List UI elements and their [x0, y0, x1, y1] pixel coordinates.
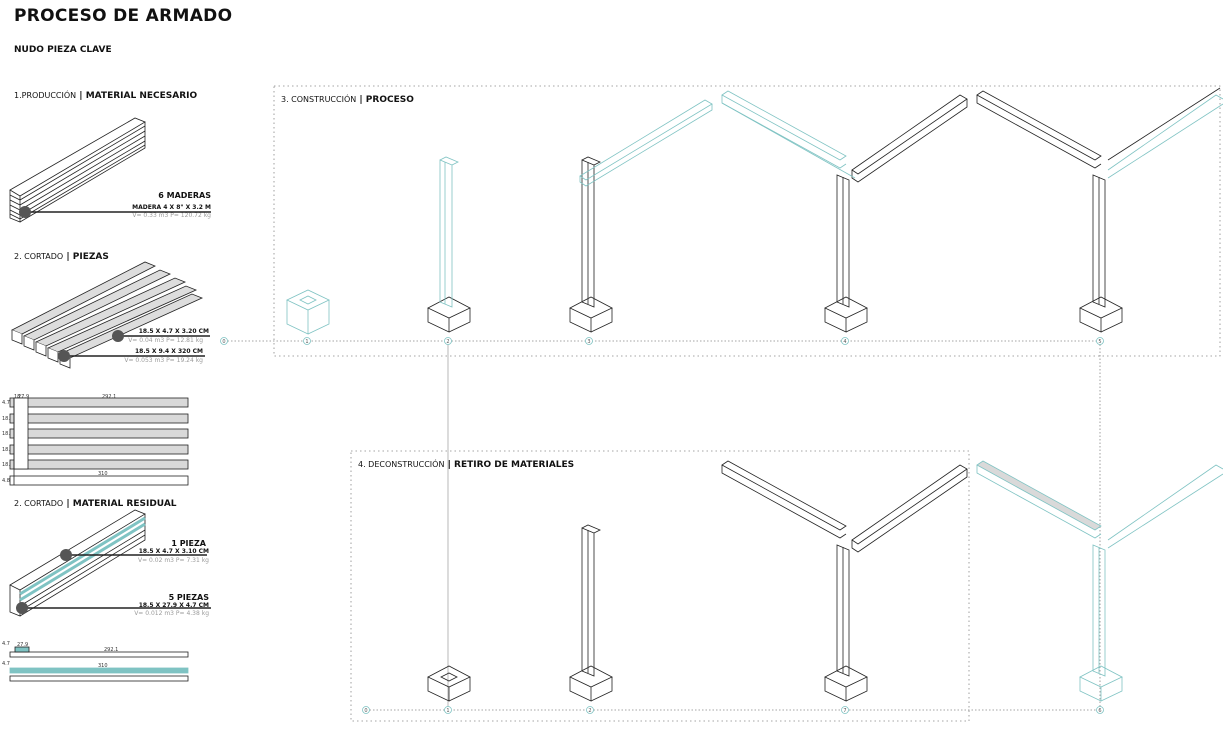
res-plan-dim-mid: 27.9: [17, 642, 29, 648]
plan-strips: [9, 397, 189, 486]
section-prefix: 3. CONSTRUCCIÓN: [281, 95, 357, 104]
plan-row-label: 18.5: [2, 416, 14, 422]
residual-2-label: 5 PIEZAS: [168, 593, 209, 602]
timeline-top-marker: [220, 337, 228, 345]
timeline-bottom-marker-label: 1: [446, 708, 449, 714]
step-2-column: [427, 156, 471, 333]
residual-plan: [9, 646, 189, 682]
residual-1-dims: 18.5 X 4.7 X 3.10 CM: [138, 548, 209, 555]
section-strong: PROCESO: [365, 95, 414, 105]
decon-step-3-frame: [721, 460, 968, 702]
residual-2-metrics: V= 0.012 m3 P= 4.38 kg: [134, 610, 209, 617]
step-5-frame: [976, 87, 1223, 333]
marker-dot: [112, 330, 124, 342]
cut-pieces: [11, 261, 204, 369]
res-plan-dim-long: 292.1: [104, 647, 119, 653]
section-strong: RETIRO DE MATERIALES: [454, 460, 575, 470]
step-1-base: [286, 289, 330, 335]
marker-dot: [60, 549, 72, 561]
section-deconstruccion: 4. DECONSTRUCCIÓN | RETIRO DE MATERIALES: [358, 460, 574, 470]
marker-dot: [19, 206, 31, 218]
section-produccion: 1.PRODUCCIÓN | MATERIAL NECESARIO: [14, 91, 197, 101]
marker-dot: [58, 350, 70, 362]
residual-2-dims: 18.5 X 27.9 X 4.7 CM: [138, 602, 209, 609]
material-spec: MADERA 4 X 8" X 3.2 M: [132, 204, 211, 211]
timeline-top-marker: [1096, 337, 1104, 345]
timeline-bottom-marker-label: 0: [364, 708, 367, 714]
piece-a-dims: 18.5 X 4.7 X 3.20 CM: [138, 328, 209, 335]
timeline-top-marker: [303, 337, 311, 345]
section-prefix: 2. CORTADO: [14, 499, 64, 508]
decon-step-2-column: [569, 524, 613, 702]
lumber-stack: [9, 117, 146, 223]
page-subtitle: NUDO PIEZA CLAVE: [14, 45, 112, 55]
res-plan-row-label: 4.7: [2, 641, 10, 647]
section-prefix: 2. CORTADO: [14, 252, 64, 261]
step-3-frame: [569, 99, 713, 333]
plan-dim-left: 18: [14, 394, 21, 400]
plan-dim-full: 310: [98, 471, 108, 477]
timeline-bottom-marker: [444, 706, 452, 714]
residual-1-metrics: V= 0.02 m3 P= 7.31 kg: [138, 557, 209, 564]
section-strong: PIEZAS: [72, 252, 109, 262]
timeline-top-marker: [585, 337, 593, 345]
timeline-bottom-marker: [1096, 706, 1104, 714]
material-count: 6 MADERAS: [158, 191, 211, 200]
timeline-bottom-marker-label: 7: [843, 708, 846, 714]
timeline-bottom-marker-label: 2: [588, 708, 591, 714]
timeline-top-marker-label: 5: [1098, 339, 1101, 345]
section-sep: |: [63, 252, 73, 262]
timeline-top-marker-label: 0: [222, 339, 225, 345]
deconstruction-frame: [350, 450, 970, 722]
decon-step-4-frame: [976, 460, 1223, 702]
plan-row-label: 18.5: [2, 431, 14, 437]
step-4-frame: [721, 90, 968, 333]
timeline-bottom-marker: [362, 706, 370, 714]
section-sep: |: [444, 460, 455, 470]
timeline-bottom-marker: [586, 706, 594, 714]
plan-row-label: 18.5: [2, 447, 14, 453]
section-strong: MATERIAL NECESARIO: [85, 91, 198, 101]
timeline-top-marker: [841, 337, 849, 345]
timeline-top-marker-label: 4: [843, 339, 846, 345]
timeline-bottom-marker-label: 6: [1098, 708, 1101, 714]
section-sep: |: [356, 95, 366, 105]
section-construccion: 3. CONSTRUCCIÓN | PROCESO: [281, 95, 414, 105]
section-strong: MATERIAL RESIDUAL: [72, 499, 177, 509]
plan-dim-long: 292.1: [102, 394, 117, 400]
section-cortado-residual: 2. CORTADO | MATERIAL RESIDUAL: [14, 499, 177, 509]
plan-row-label: 4.7: [2, 400, 10, 406]
plan-dim-mid: 27.9: [18, 394, 30, 400]
piece-b-metrics: V= 0.053 m3 P= 19.24 kg: [124, 357, 203, 364]
res-plan-dim-full: 310: [98, 663, 108, 669]
timeline-top-marker-label: 3: [587, 339, 590, 345]
section-cortado-piezas: 2. CORTADO | PIEZAS: [14, 252, 109, 262]
plan-row-label: 4.8: [2, 478, 10, 484]
section-prefix: 1.PRODUCCIÓN: [14, 91, 77, 100]
timeline-top-marker: [444, 337, 452, 345]
material-metrics: V= 0.33 m3 P= 120.72 kg: [132, 212, 211, 219]
timeline-bottom-marker: [841, 706, 849, 714]
section-sep: |: [63, 499, 73, 509]
section-sep: |: [76, 91, 86, 101]
construction-frame: [273, 85, 1221, 357]
timeline-top-marker-label: 2: [446, 339, 449, 345]
residual-1-label: 1 PIEZA: [171, 539, 206, 548]
plan-row-label: 18.5: [2, 462, 14, 468]
piece-b-dims: 18.5 X 9.4 X 320 CM: [134, 348, 203, 355]
res-plan-row-label: 4.7: [2, 661, 10, 667]
marker-dot: [16, 602, 28, 614]
decon-step-1-base: [427, 665, 471, 702]
timeline-top-marker-label: 1: [305, 339, 308, 345]
piece-a-metrics: V= 0.04 m3 P= 12.81 kg: [128, 337, 203, 344]
residual-stack: [9, 509, 146, 617]
page-title: PROCESO DE ARMADO: [14, 6, 233, 26]
section-prefix: 4. DECONSTRUCCIÓN: [358, 460, 445, 469]
